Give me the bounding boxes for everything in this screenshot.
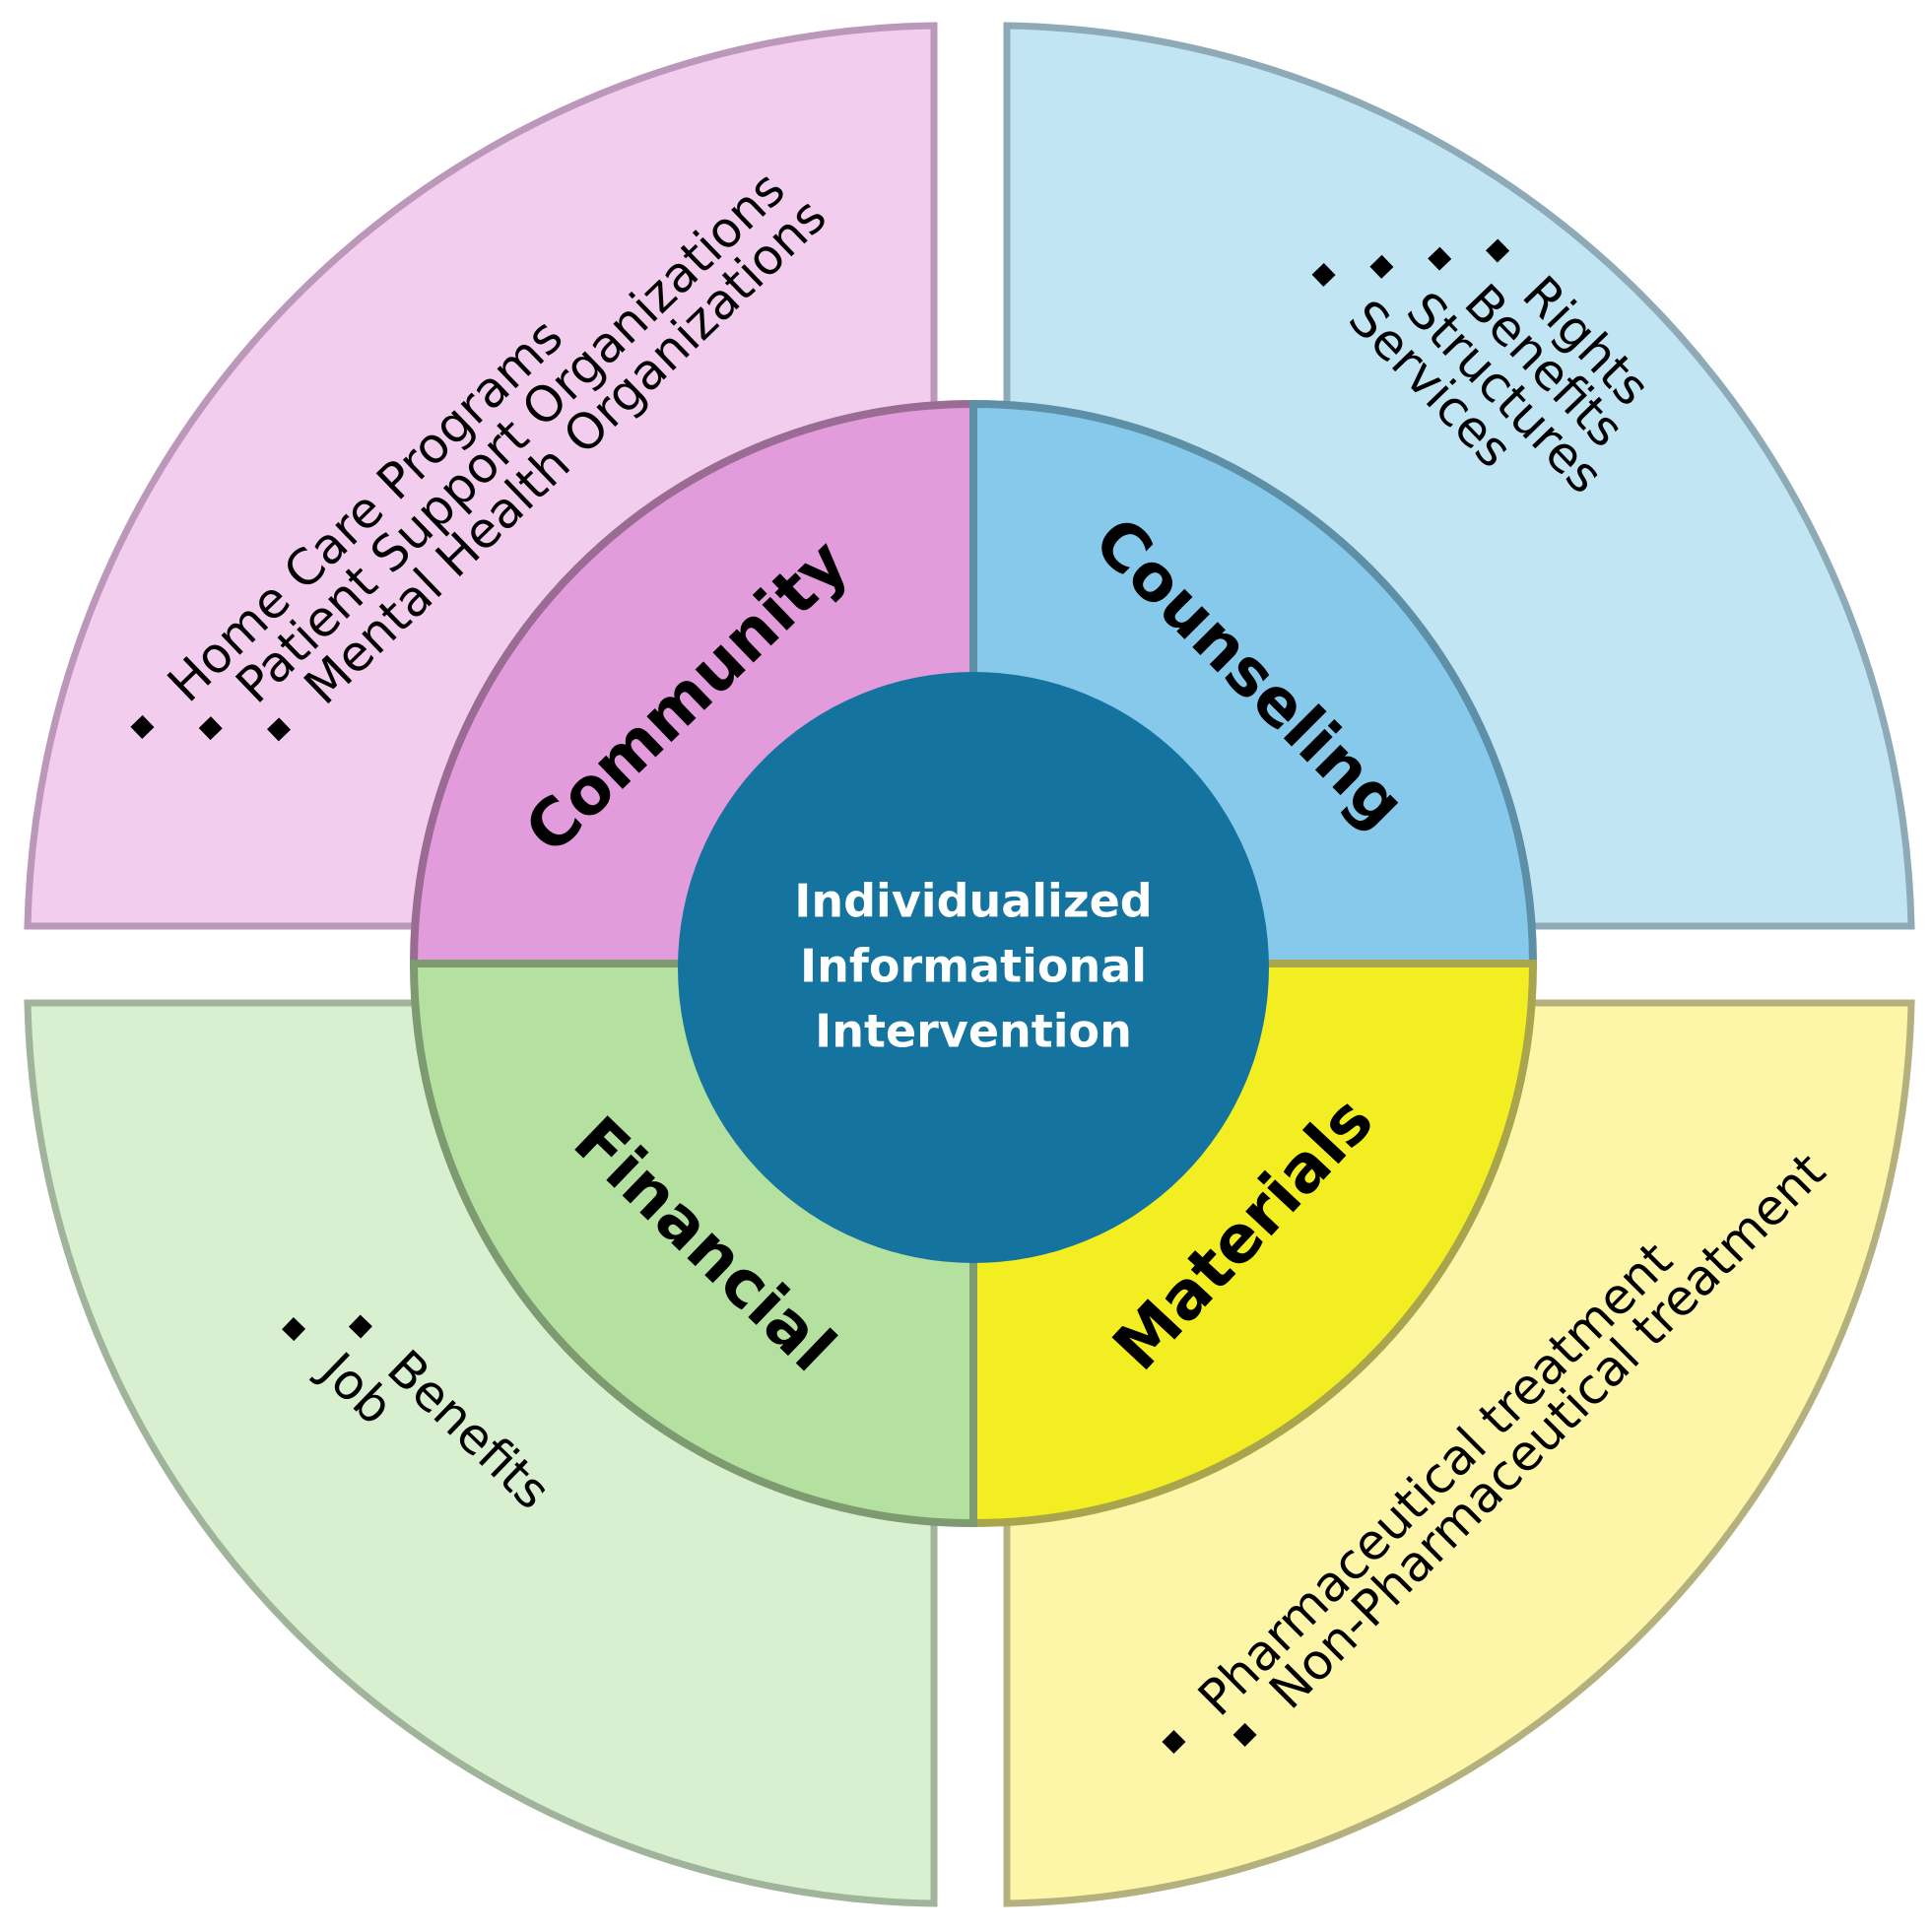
center-circle [678, 672, 1269, 1263]
list-bullet [267, 717, 292, 742]
list-bullet [1162, 1729, 1186, 1755]
list-bullet [198, 716, 223, 741]
center-label-line-2: Informational [800, 940, 1147, 993]
list-bullet [130, 714, 155, 739]
list-bullet [348, 1314, 372, 1339]
list-bullet [1369, 254, 1394, 279]
center-label-line-3: Intervention [815, 1005, 1132, 1058]
list-bullet [282, 1317, 306, 1342]
list-bullet [1428, 246, 1452, 271]
center-label-line-1: Individualized [794, 875, 1152, 928]
list-bullet [1311, 262, 1336, 287]
center-hub: Individualized Informational Interventio… [678, 672, 1269, 1263]
list-bullet [1232, 1722, 1257, 1747]
list-bullet [1486, 238, 1510, 263]
